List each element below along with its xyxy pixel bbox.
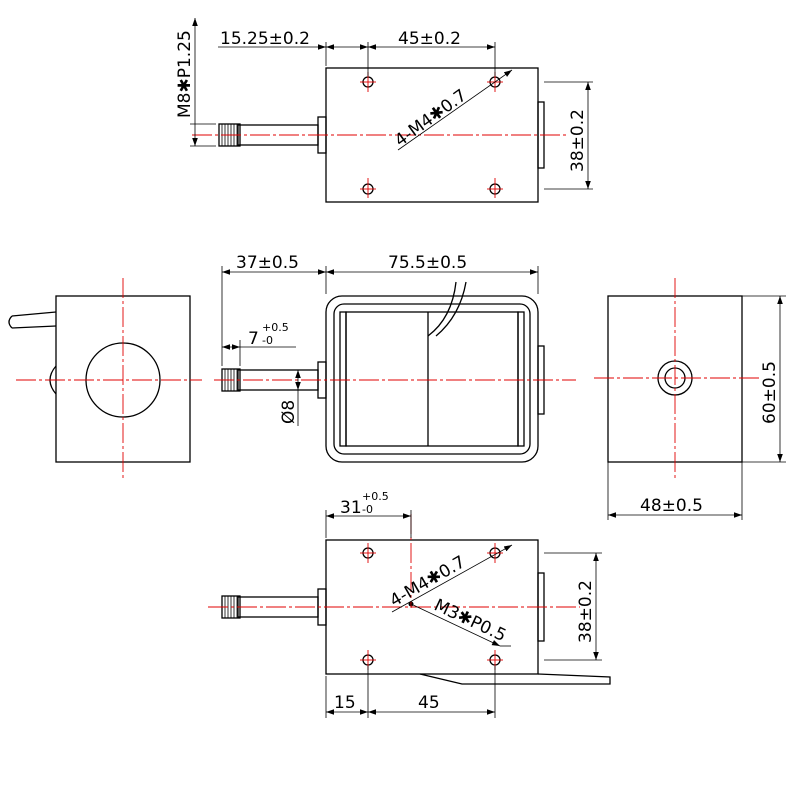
mount-holes-top-label: 4-M4✱0.7 bbox=[391, 86, 470, 151]
top-mount-hole bbox=[360, 178, 376, 198]
bottom-mount-hole bbox=[360, 543, 376, 565]
shaft-diameter-label: Ø8 bbox=[279, 400, 299, 424]
offset-tol-upper-label: +0.5 bbox=[362, 490, 389, 503]
edge-offset-bottom-label: 15 bbox=[334, 693, 356, 713]
bottom-view: 31 +0.5 -0 4-M4✱0.7 M3✱P0.5 38±0.2 15 45 bbox=[208, 490, 611, 718]
hole-spacing-top-label: 45±0.2 bbox=[398, 29, 461, 49]
height-bottom-label: 38±0.2 bbox=[576, 580, 596, 643]
plunger-offset-top-label: 15.25±0.2 bbox=[220, 29, 310, 49]
bottom-lead-wire bbox=[419, 673, 611, 685]
frame-inner bbox=[333, 303, 531, 455]
body-width-label: 48±0.5 bbox=[640, 496, 703, 516]
body-length-label: 75.5±0.5 bbox=[388, 253, 467, 273]
tip-length-label: 7 bbox=[248, 329, 259, 349]
center-hole-bottom-label: M3✱P0.5 bbox=[431, 595, 509, 646]
top-mount-hole bbox=[487, 178, 503, 198]
left-end-view bbox=[8, 278, 202, 478]
top-view: M8✱P1.25 15.25±0.2 45±0.2 4-M4✱0.7 38±0.… bbox=[175, 18, 593, 203]
tip-tol-lower-label: -0 bbox=[262, 334, 273, 347]
bottom-mount-hole bbox=[487, 543, 503, 565]
frame-outer bbox=[325, 295, 539, 463]
hole-spacing-bottom-label: 45 bbox=[418, 693, 440, 713]
offset-bottom-label: 31 bbox=[340, 498, 362, 518]
body-height-label: 60±0.5 bbox=[760, 361, 780, 424]
side-section-view: 37±0.5 75.5±0.5 7 +0.5 -0 Ø8 bbox=[214, 253, 576, 463]
offset-tol-lower-label: -0 bbox=[362, 503, 373, 516]
right-end-view: 60±0.5 48±0.5 bbox=[594, 278, 786, 520]
tip-tol-upper-label: +0.5 bbox=[262, 321, 289, 334]
stroke-offset-label: 37±0.5 bbox=[236, 253, 299, 273]
lead-wire bbox=[427, 281, 467, 337]
height-top-label: 38±0.2 bbox=[568, 109, 588, 172]
thread-spec-label: M8✱P1.25 bbox=[175, 30, 195, 118]
